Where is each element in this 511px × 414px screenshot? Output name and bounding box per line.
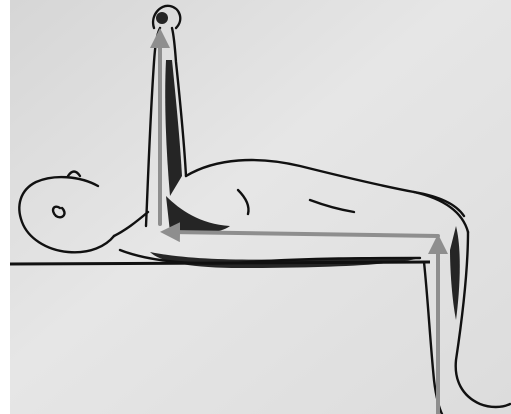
bench-exercise-illustration (10, 0, 511, 414)
paper-background (10, 0, 511, 414)
fist-shadow (156, 12, 168, 24)
